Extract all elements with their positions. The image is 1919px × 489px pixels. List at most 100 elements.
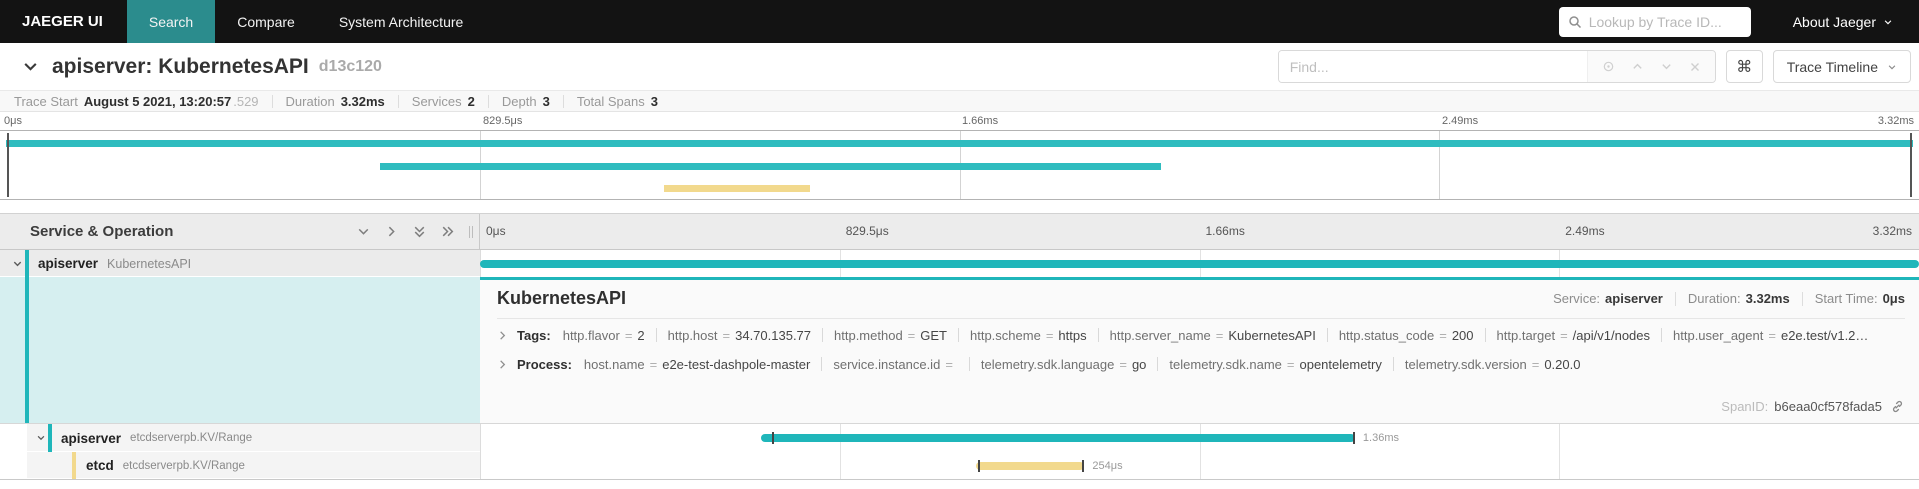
service-name: apiserver <box>38 256 99 271</box>
column-resizer-handle[interactable] <box>469 225 473 238</box>
trace-titlebar: apiserver: KubernetesAPI d13c120 <box>0 43 1919 90</box>
span-detail-left-tint <box>0 277 480 423</box>
span-row-etcd-kvrange[interactable]: etcd etcdserverpb.KV/Range 254μs <box>0 452 1919 479</box>
span-id-value: b6eaa0cf578fada5 <box>1774 399 1882 414</box>
span-name-cell[interactable]: etcd etcdserverpb.KV/Range <box>0 452 480 479</box>
span-duration-label: 254μs <box>1092 459 1123 472</box>
span-bar[interactable] <box>480 259 1919 268</box>
timeline-tick: 829.5μs <box>845 224 889 238</box>
span-bar[interactable] <box>760 432 1355 444</box>
service-name: apiserver <box>61 430 122 446</box>
span-detail-meta: Service:apiserver Duration:3.32ms Start … <box>1553 291 1905 306</box>
nav-spacer <box>485 0 1558 43</box>
minimap-tick: 0μs <box>4 115 22 127</box>
tag-item: http.scheme=https <box>970 327 1087 343</box>
keyboard-shortcuts-button[interactable]: ⌘ <box>1725 50 1763 83</box>
span-bar-cell[interactable]: 1.36ms <box>480 424 1919 452</box>
span-id-label: SpanID: <box>1721 399 1769 414</box>
services-label: Services <box>411 93 462 109</box>
minimap-gridline <box>1439 131 1441 199</box>
span-bar-cell[interactable]: 254μs <box>480 452 1919 479</box>
next-result-icon[interactable] <box>1660 60 1673 73</box>
process-item: host.name=e2e-test-dashpole-master <box>583 356 811 372</box>
trace-title: apiserver: KubernetesAPI <box>52 54 309 78</box>
span-id-row: SpanID: b6eaa0cf578fada5 <box>1721 399 1905 414</box>
tags-row[interactable]: Tags: http.flavor=2 http.host=34.70.135.… <box>497 322 1905 348</box>
span-detail-header[interactable]: KubernetesAPI Service:apiserver Duration… <box>497 288 1905 319</box>
minimap-tick-labels: 0μs 829.5μs 1.66ms 2.49ms 3.32ms <box>0 112 1919 130</box>
nav-tab-compare[interactable]: Compare <box>237 13 295 30</box>
trace-view-selector[interactable]: Trace Timeline <box>1772 50 1911 83</box>
collapse-one-icon[interactable] <box>356 224 371 239</box>
collapse-all-icon[interactable] <box>412 224 427 239</box>
depth-value: 3 <box>542 93 550 109</box>
clear-search-icon[interactable] <box>1689 61 1701 73</box>
span-name-cell[interactable]: apiserver KubernetesAPI <box>0 250 480 277</box>
about-jaeger-menu[interactable]: About Jaeger <box>1789 0 1919 43</box>
start-time-label: Start Time: <box>1814 291 1878 306</box>
span-color-strip <box>25 250 29 277</box>
minimap-canvas[interactable] <box>0 130 1919 200</box>
trace-start-fraction: .529 <box>233 93 259 109</box>
span-row-apiserver-kubernetesapi[interactable]: apiserver KubernetesAPI <box>0 250 1919 277</box>
prev-result-icon[interactable] <box>1631 60 1644 73</box>
process-row[interactable]: Process: host.name=e2e-test-dashpole-mas… <box>497 351 1905 377</box>
service-operation-header: Service & Operation <box>30 223 174 240</box>
timeline-tick: 1.66ms <box>1205 224 1245 238</box>
span-duration-label: 1.36ms <box>1362 432 1399 444</box>
trace-start-label: Trace Start <box>14 93 78 109</box>
timeline-header-ticks: 0μs 829.5μs 1.66ms 2.49ms 3.32ms <box>480 214 1919 249</box>
nav-tab-search[interactable]: Search <box>126 0 216 43</box>
collapse-trace-chevron-icon[interactable] <box>22 58 39 75</box>
view-range-right-scrubber[interactable] <box>1910 133 1912 197</box>
trace-lookup-input[interactable] <box>1588 13 1742 30</box>
trace-summary-bar: Trace Start August 5 2021, 13:20:57.529 … <box>0 90 1919 112</box>
copy-link-icon[interactable] <box>1890 399 1905 414</box>
top-nav: JAEGER UI Search Compare System Architec… <box>0 0 1919 43</box>
tag-item: http.server_name=KubernetesAPI <box>1109 327 1316 343</box>
span-row-apiserver-kvrange[interactable]: apiserver etcdserverpb.KV/Range 1.36ms <box>0 424 1919 452</box>
chevron-down-icon <box>1887 62 1897 72</box>
expand-one-icon[interactable] <box>384 224 399 239</box>
collapse-row-chevron-icon[interactable] <box>12 258 23 269</box>
trace-start-value: August 5 2021, 13:20:57 <box>83 93 232 109</box>
span-color-strip <box>25 277 29 423</box>
expand-tags-chevron-icon[interactable] <box>497 330 508 341</box>
search-icon <box>1568 15 1582 29</box>
find-group <box>1277 50 1716 83</box>
focus-match-icon[interactable] <box>1602 60 1615 73</box>
trace-view-label: Trace Timeline <box>1786 58 1878 75</box>
minimap-span-bar-etcd <box>663 185 810 192</box>
nav-tab-system-architecture[interactable]: System Architecture <box>338 13 464 30</box>
tags-label: Tags: <box>517 327 551 343</box>
depth-label: Depth <box>501 93 537 109</box>
timeline-tick: 2.49ms <box>1565 224 1605 238</box>
view-range-left-scrubber[interactable] <box>7 133 9 197</box>
span-bar[interactable] <box>976 459 1085 472</box>
collapse-row-chevron-icon[interactable] <box>36 433 46 443</box>
minimap-tick: 829.5μs <box>483 115 523 127</box>
process-item: telemetry.sdk.version=0.20.0 <box>1404 356 1581 372</box>
expand-all-icon[interactable] <box>440 224 455 239</box>
table-bottom-border <box>0 479 1919 480</box>
trace-lookup-box[interactable] <box>1558 6 1751 37</box>
service-value: apiserver <box>1605 291 1663 306</box>
operation-name: KubernetesAPI <box>107 256 192 271</box>
find-input[interactable] <box>1278 51 1587 82</box>
timeline-tick: 3.32ms <box>1872 224 1912 238</box>
find-result-controls <box>1586 51 1715 82</box>
tag-item: http.user_agent=e2e.test/v1.2… <box>1673 327 1869 343</box>
expand-process-chevron-icon[interactable] <box>497 359 508 370</box>
tag-item: http.method=GET <box>834 327 947 343</box>
process-item: telemetry.sdk.name=opentelemetry <box>1169 356 1382 372</box>
trace-duration: Duration 3.32ms <box>286 94 385 109</box>
total-spans-label: Total Spans <box>576 93 645 109</box>
span-name-cell[interactable]: apiserver etcdserverpb.KV/Range <box>0 424 480 452</box>
total-spans-value: 3 <box>650 93 658 109</box>
span-bar-cell[interactable] <box>480 250 1919 277</box>
titlebar-controls: ⌘ Trace Timeline <box>1277 50 1911 83</box>
divider <box>397 94 399 108</box>
jaeger-logo: JAEGER UI <box>22 13 103 30</box>
timeline-header-left: Service & Operation <box>0 214 480 249</box>
